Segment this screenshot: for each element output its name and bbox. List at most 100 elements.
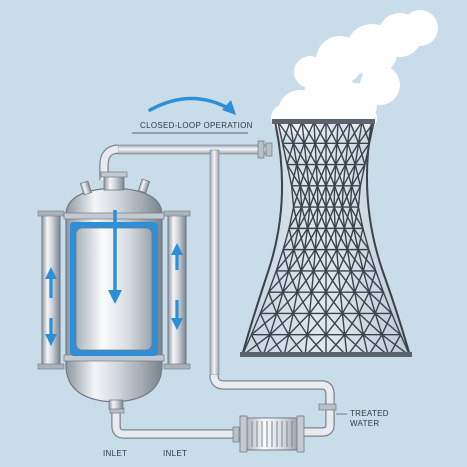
tower-lattice-strut [341,313,346,335]
tower-lattice-strut [309,185,319,208]
tower-lattice-strut [374,312,402,336]
tower-lattice-strut [343,206,351,229]
curved-arrow-head [222,100,236,115]
tower-lattice-strut [315,142,327,165]
arrow-up-icon [45,267,57,279]
tower-lattice-strut [350,249,359,272]
tower-lattice-strut [308,185,311,208]
tower-lattice-strut [362,270,384,293]
tower-lattice-strut [342,164,356,187]
tower-lattice-strut [359,164,366,186]
tower-lattice-strut [296,143,305,165]
tower-lattice-strut [336,121,339,144]
tower-lattice-strut [293,227,309,251]
tower-lattice-strut [347,121,363,144]
tower-lattice-strut [292,313,308,336]
treated-water-label-line2: WATER [350,419,380,428]
tower-lattice-strut [339,291,360,314]
tower-lattice-strut [325,270,340,293]
tower-lattice-strut [306,207,311,229]
tower-lattice-strut [325,185,336,208]
tower-lattice-strut [301,185,310,208]
tower-lattice-strut [296,270,315,293]
tower-lattice-strut [333,185,344,208]
tower-lattice-strut [282,291,294,314]
tower-lattice-strut [341,185,353,208]
tower-lattice-strut [282,227,299,251]
tower-lattice-strut [368,291,393,314]
tower-lattice-strut [311,291,327,314]
tower-lattice-strut [303,121,315,144]
tower-lattice-strut [288,249,306,272]
tower-lattice-strut [349,206,355,229]
tower-lattice-strut [341,291,356,314]
tower-lattice-strut [357,206,364,229]
tower-lattice-strut [259,313,271,336]
tower-lattice-strut [276,291,298,314]
inlet-label-left: INLET [103,449,128,458]
tower-lattice-strut [292,121,303,144]
tower-lattice-strut [308,292,313,314]
tower-lattice-strut [325,121,339,144]
tower-lattice-strut [334,206,343,229]
tower-lattice-strut [313,121,316,144]
tower-lattice-strut [276,313,290,336]
tower-lattice-strut [351,164,366,187]
tower-lattice-strut [336,249,340,271]
tower-lattice-strut [303,143,308,165]
tower-lattice-strut [368,121,375,144]
tower-lattice-strut [358,312,383,336]
tower-lattice-strut [339,292,344,314]
tower-lattice-strut [333,164,337,186]
tower-lattice-strut [343,228,349,250]
tower-lattice-strut [362,270,370,293]
tower-lattice-strut [339,270,352,293]
tower-lattice-strut [288,249,295,272]
tower-lattice-strut [335,142,349,165]
tower-lattice-strut [358,313,364,335]
tower-lattice-strut [314,143,317,165]
tower-lattice-strut [306,313,311,335]
tower-lattice-strut [325,206,335,229]
tower-lattice-strut [269,313,278,335]
tower-lattice-strut [289,121,295,144]
tower-lattice-strut [301,121,305,144]
tower-lattice-strut [325,291,341,314]
tower-lattice-strut [312,249,316,271]
tower-lattice-strut [314,228,327,250]
tower-lattice-strut [290,164,298,186]
tower-lattice-strut [312,270,327,293]
tower-lattice-strut [290,185,295,208]
tower-lattice-strut [275,249,295,272]
tower-lattice-strut [344,143,349,165]
tower-lattice-strut [288,270,298,293]
curved-arrow-icon [148,96,230,112]
tower-lattice-strut [292,292,298,314]
tower-lattice-strut [315,164,319,186]
tower-lattice-strut [354,142,371,165]
tower-lattice-strut [288,206,303,229]
tower-lattice-strut [335,143,338,165]
tower-lattice-strut [259,291,284,314]
tower-lattice-strut [336,228,346,250]
tower-lattice-strut [309,291,327,314]
tower-lattice-strut [337,270,356,293]
tower-lattice-strut [333,164,347,187]
tower-lattice-strut [299,185,303,208]
tower-lattice-strut [281,143,288,165]
tower-lattice-strut [325,142,338,165]
tower-lattice-strut [305,143,316,165]
tower-lattice-strut [299,164,308,187]
tower-lattice-strut [305,164,310,186]
tower-lattice-strut [325,312,346,336]
tower-lattice-strut [349,185,353,208]
tower-lattice-strut [374,313,383,335]
tower-lattice-strut [362,313,376,336]
tower-lattice-strut [296,164,301,186]
tower-lattice-strut [316,164,327,187]
tower-lattice-strut [300,249,306,272]
inlet-label-right: INLET [163,449,188,458]
arrow-down-icon [108,290,122,304]
tower-lattice-strut [354,270,364,293]
